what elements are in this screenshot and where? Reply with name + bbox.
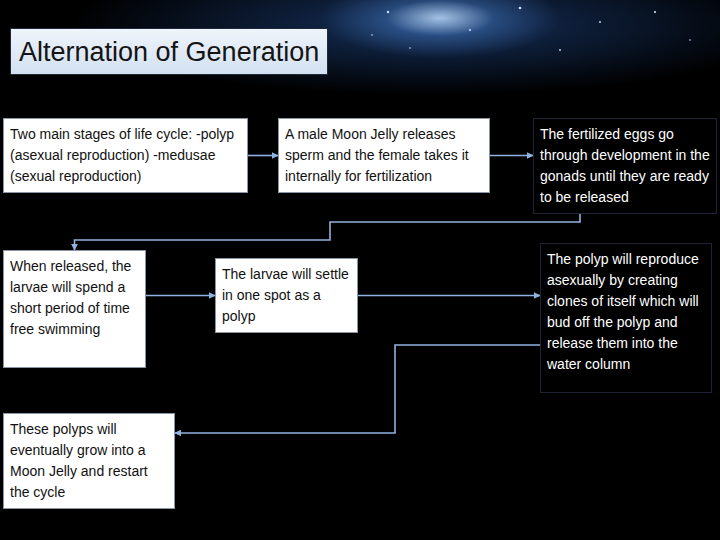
box-text: The larvae will settle in one spot as a … [222,264,351,327]
process-box: When released, the larvae will spend a s… [3,250,146,368]
box-text: The fertilized eggs go through developme… [540,124,710,208]
process-box: The larvae will settle in one spot as a … [215,258,358,333]
box-text: When released, the larvae will spend a s… [10,256,139,340]
diagram-title: Alternation of Generation [19,36,319,68]
flow-arrow [358,295,540,297]
process-box: A male Moon Jelly releases sperm and the… [278,118,490,193]
box-text: Two main stages of life cycle: -polyp (a… [10,124,241,187]
process-box: Two main stages of life cycle: -polyp (a… [3,118,248,193]
flow-arrow [75,214,581,250]
flow-arrow [175,345,540,433]
process-box: These polyps will eventually grow into a… [3,413,175,509]
process-box: The fertilized eggs go through developme… [533,118,717,214]
flow-arrow [146,295,215,297]
box-text: A male Moon Jelly releases sperm and the… [285,124,483,187]
title-box: Alternation of Generation [10,28,328,75]
stars [371,7,691,51]
flow-arrow [248,155,278,157]
box-text: These polyps will eventually grow into a… [10,419,168,503]
flow-arrow [490,155,533,157]
process-box: The polyp will reproduce asexually by cr… [540,243,712,393]
box-text: The polyp will reproduce asexually by cr… [547,249,705,375]
